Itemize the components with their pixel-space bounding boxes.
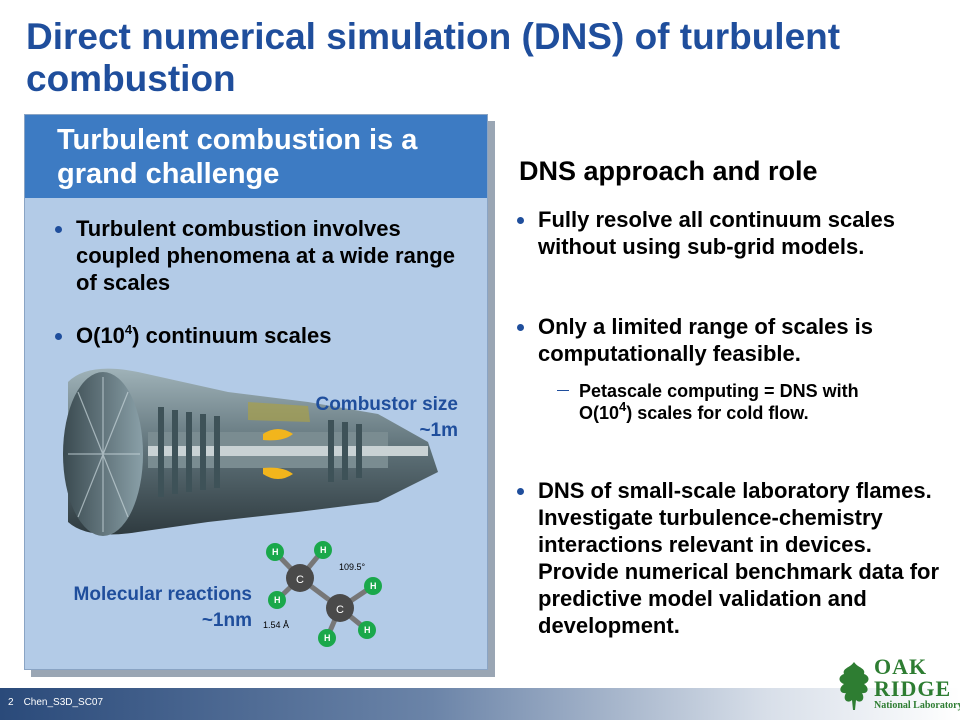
right-bullet-1-text: Fully resolve all continuum scales witho… bbox=[538, 207, 896, 259]
bullet-dot-icon bbox=[517, 324, 524, 331]
right-bullet-3-text: DNS of small-scale laboratory flames. In… bbox=[538, 478, 940, 638]
left-bullet-2-suffix: ) continuum scales bbox=[132, 323, 332, 348]
caption-molecular: Molecular reactions ~1nm bbox=[73, 584, 252, 631]
footer-label: Chen_S3D_SC07 bbox=[23, 697, 104, 708]
left-panel-header: Turbulent combustion is a grand challeng… bbox=[25, 115, 487, 198]
right-bullet-3: DNS of small-scale laboratory flames. In… bbox=[517, 477, 946, 639]
logo-line-1: OAK bbox=[874, 654, 928, 679]
carbon-atom-label-2: C bbox=[336, 604, 344, 616]
carbon-atom-label-1: C bbox=[296, 574, 304, 586]
right-bullet-1: Fully resolve all continuum scales witho… bbox=[517, 206, 946, 260]
left-bullet-1-text: Turbulent combustion involves coupled ph… bbox=[76, 216, 455, 295]
ethane-molecule-image: C C H H H H H H 109.5° 1.54 Å bbox=[263, 541, 382, 647]
page-number: 2 bbox=[8, 697, 14, 708]
bullet-dot-icon bbox=[55, 226, 62, 233]
hydrogen-atom-label: H bbox=[274, 595, 281, 605]
left-bullet-2-prefix: O(10 bbox=[76, 323, 125, 348]
jet-engine-cutaway-image bbox=[63, 368, 438, 536]
bullet-dot-icon bbox=[55, 333, 62, 340]
hydrogen-atom-label: H bbox=[370, 581, 377, 591]
logo-line-2: RIDGE bbox=[874, 676, 952, 701]
bond-length-label: 1.54 Å bbox=[263, 620, 289, 630]
footer-bar bbox=[0, 688, 960, 720]
hydrogen-atom-label: H bbox=[272, 547, 279, 557]
right-bullet-2: Only a limited range of scales is comput… bbox=[517, 313, 946, 367]
hydrogen-atom-label: H bbox=[320, 545, 327, 555]
left-bullet-1: Turbulent combustion involves coupled ph… bbox=[55, 215, 481, 296]
oak-ridge-logo: OAK RIDGE National Laboratory bbox=[836, 656, 960, 716]
left-panel: Turbulent combustion is a grand challeng… bbox=[24, 114, 488, 670]
right-sub-bullet: Petascale computing = DNS with O(104) sc… bbox=[557, 380, 909, 424]
right-bullet-2-text: Only a limited range of scales is comput… bbox=[538, 314, 874, 366]
hydrogen-atom-label: H bbox=[324, 633, 331, 643]
sub-bullet-suffix: ) scales for cold flow. bbox=[626, 403, 809, 423]
bullet-dot-icon bbox=[517, 488, 524, 495]
left-bullet-2-sup: 4 bbox=[124, 321, 133, 337]
logo-wordmark: OAK RIDGE bbox=[874, 656, 951, 700]
bond-angle-label: 109.5° bbox=[339, 562, 366, 572]
hydrogen-atom-label: H bbox=[364, 625, 371, 635]
bullet-dot-icon bbox=[517, 217, 524, 224]
caption-combustor: Combustor size ~1m bbox=[315, 394, 458, 441]
dash-icon bbox=[557, 390, 569, 391]
left-bullet-2: O(104) continuum scales bbox=[55, 321, 481, 349]
left-panel-header-text: Turbulent combustion is a grand challeng… bbox=[57, 124, 418, 190]
logo-subtitle: National Laboratory bbox=[874, 700, 960, 711]
sub-bullet-prefix: Petascale computing = DNS with O(10 bbox=[579, 381, 859, 423]
oak-leaf-icon bbox=[839, 662, 869, 710]
right-heading: DNS approach and role bbox=[519, 156, 818, 186]
sub-bullet-sup: 4 bbox=[619, 399, 627, 414]
slide-title: Direct numerical simulation (DNS) of tur… bbox=[26, 16, 841, 99]
footer: 2 Chen_S3D_SC07 bbox=[8, 697, 103, 708]
